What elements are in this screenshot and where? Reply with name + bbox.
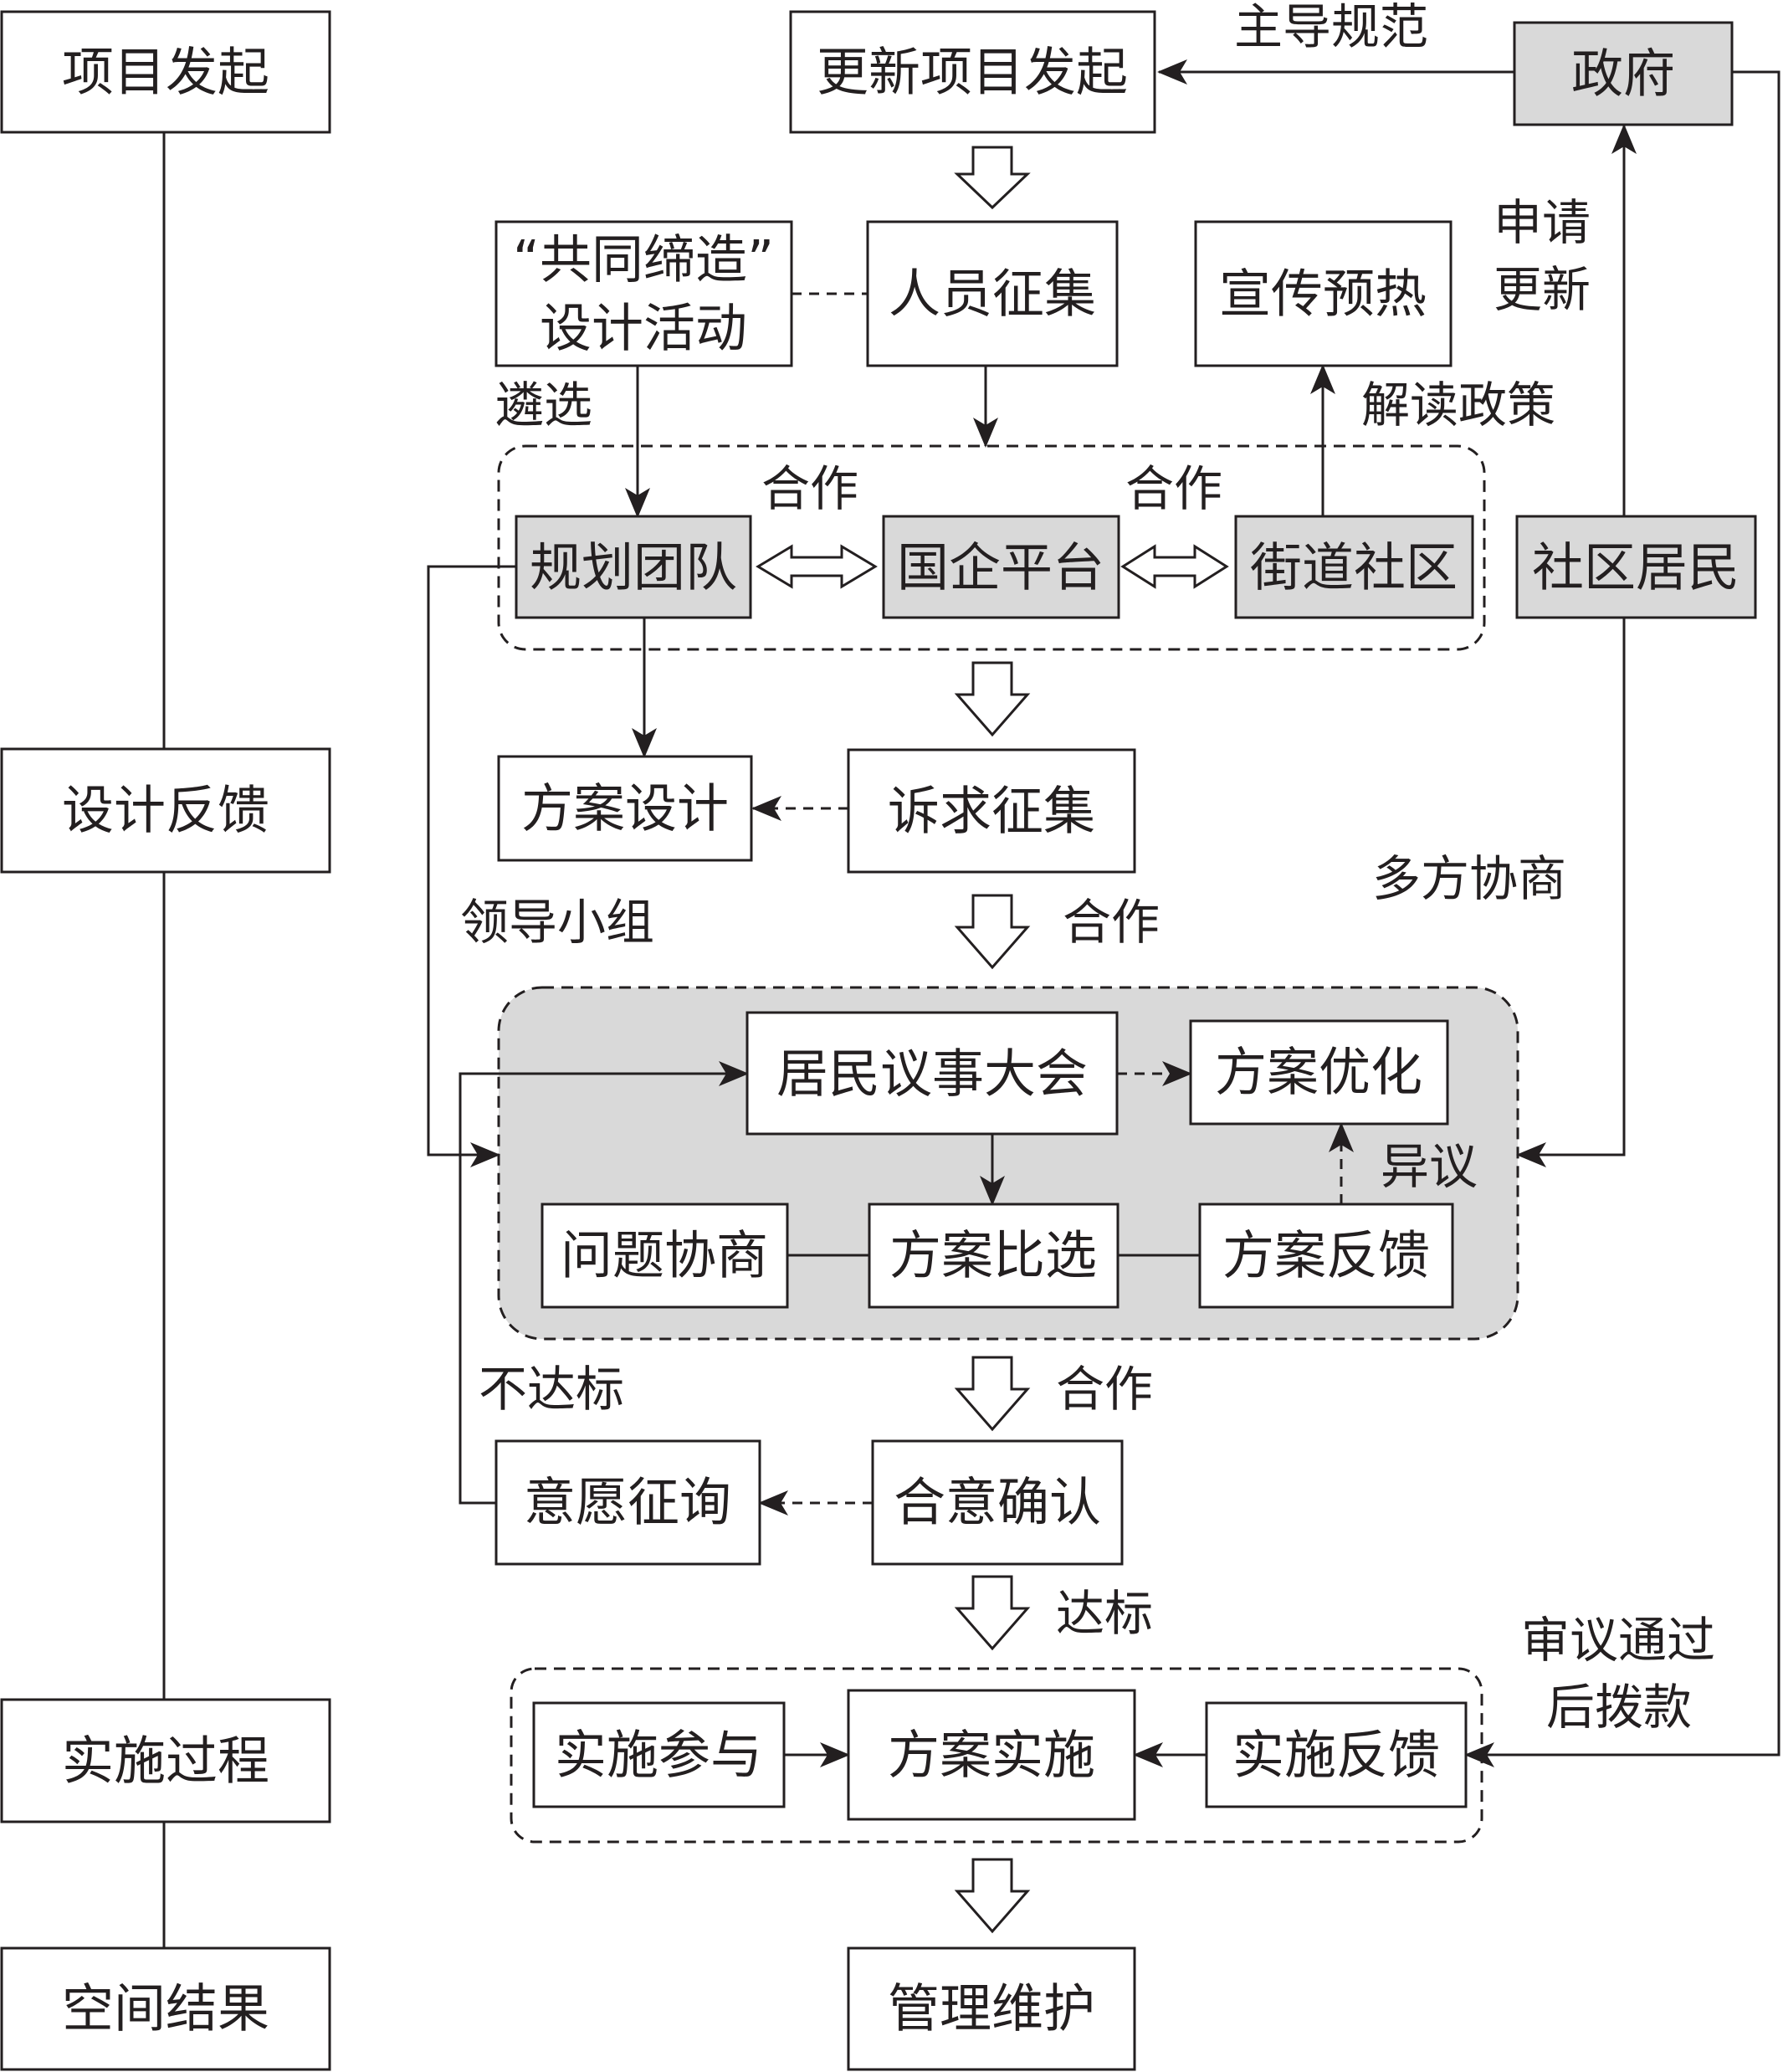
node-impl-participation-label: 实施参与	[555, 1725, 762, 1786]
node-soe-platform: 国企平台	[882, 515, 1120, 619]
hollow-arrow-down	[954, 1858, 1031, 1934]
node-government: 政府	[1513, 21, 1734, 126]
arrow-residents-to-council-group	[1516, 618, 1626, 1167]
connectors	[427, 59, 1780, 1767]
node-activity-label-line1: “共同缔造”	[513, 229, 774, 290]
node-demand-collection-label: 诉求征集	[888, 781, 1095, 842]
hollow-arrow-down	[954, 1575, 1031, 1651]
label-interpret-policy: 解读政策	[1361, 377, 1555, 433]
node-scheme-feedback-label: 方案反馈	[1222, 1225, 1430, 1286]
node-activity-label-line2: 设计活动	[540, 298, 747, 359]
label-cooperate-3: 合作	[1063, 894, 1160, 951]
arrow-willingness-to-council	[459, 1061, 749, 1505]
label-objection: 异议	[1381, 1138, 1478, 1195]
node-initiate: 更新项目发起	[789, 10, 1156, 134]
node-willingness-inquiry-label: 意愿征询	[524, 1472, 731, 1533]
label-select: 遴选	[495, 377, 592, 433]
stage-implementation-label: 实施过程	[62, 1731, 269, 1792]
label-lead-regulate: 主导规范	[1234, 0, 1428, 55]
node-scheme-design-label: 方案设计	[521, 778, 729, 839]
node-impl-participation: 实施参与	[532, 1701, 786, 1808]
node-council: 居民议事大会	[745, 1011, 1119, 1136]
hollow-double-arrow-soe-street	[1120, 544, 1229, 589]
hollow-double-arrow-planning-soe	[756, 544, 878, 589]
node-initiate-label: 更新项目发起	[817, 42, 1128, 103]
node-residents: 社区居民	[1515, 515, 1757, 619]
hollow-arrow-down	[954, 661, 1031, 737]
node-recruit: 人员征集	[866, 220, 1119, 367]
node-scheme-design: 方案设计	[497, 755, 753, 862]
stage-feedback: 设计反馈	[0, 747, 331, 874]
label-cooperate-1: 合作	[761, 460, 858, 517]
node-street-community: 街道社区	[1234, 515, 1474, 619]
node-impl-feedback: 实施反馈	[1205, 1701, 1468, 1808]
node-publicity-label: 宣传预热	[1219, 264, 1427, 325]
node-council-label: 居民议事大会	[776, 1044, 1088, 1105]
node-government-label: 政府	[1571, 44, 1675, 105]
node-consent-confirm: 合意确认	[871, 1439, 1124, 1566]
arrow-government-to-impl-feedback	[1464, 70, 1780, 1767]
stage-result-label: 空间结果	[62, 1978, 269, 2039]
node-soe-platform-label: 国企平台	[897, 537, 1104, 598]
node-optimization-label: 方案优化	[1215, 1042, 1422, 1103]
node-maintenance-label: 管理维护	[888, 1978, 1095, 2039]
label-cooperate-4: 合作	[1056, 1361, 1153, 1418]
node-planning-team: 规划团队	[515, 515, 752, 619]
node-residents-label: 社区居民	[1532, 537, 1739, 598]
hollow-arrow-down	[954, 146, 1031, 210]
label-multi-negotiation: 多方协商	[1372, 850, 1566, 907]
node-optimization: 方案优化	[1189, 1019, 1449, 1126]
label-cooperate-2: 合作	[1125, 460, 1222, 517]
stage-initiation-label: 项目发起	[62, 42, 269, 103]
arrow-planning-to-council-group	[427, 565, 516, 1167]
edge-labels: 主导规范 申请 更新 解读政策 遴选 合作 合作 领导小组 合作 多方协商 异议…	[460, 0, 1715, 1736]
node-issue-negotiation: 问题协商	[541, 1203, 789, 1309]
node-scheme-comparison-label: 方案比选	[889, 1225, 1097, 1286]
hollow-arrows	[756, 146, 1229, 1934]
node-street-community-label: 街道社区	[1250, 537, 1458, 598]
label-leading-group: 领导小组	[460, 894, 654, 951]
node-impl-feedback-label: 实施反馈	[1232, 1725, 1440, 1786]
hollow-arrow-down	[954, 894, 1031, 970]
node-scheme-comparison: 方案比选	[868, 1203, 1119, 1309]
label-approved-line2: 后拨款	[1546, 1679, 1692, 1736]
label-apply-line2: 更新	[1494, 261, 1591, 318]
label-not-qualified: 不达标	[479, 1361, 624, 1418]
stage-column: 项目发起 设计反馈 实施过程 空间结果	[0, 10, 331, 2071]
label-approved-line1: 审议通过	[1521, 1612, 1715, 1669]
node-willingness-inquiry: 意愿征询	[494, 1439, 761, 1566]
node-issue-negotiation-label: 问题协商	[561, 1225, 768, 1286]
node-maintenance: 管理维护	[847, 1946, 1136, 2071]
node-scheme-feedback: 方案反馈	[1198, 1203, 1454, 1309]
hollow-arrow-down	[954, 1356, 1031, 1432]
node-planning-team-label: 规划团队	[530, 537, 737, 598]
node-consent-confirm-label: 合意确认	[894, 1472, 1101, 1533]
node-scheme-implementation: 方案实施	[847, 1689, 1136, 1821]
node-publicity: 宣传预热	[1194, 220, 1453, 367]
stage-feedback-label: 设计反馈	[62, 780, 269, 841]
label-apply-line1: 申请	[1494, 194, 1591, 251]
label-qualified: 达标	[1056, 1585, 1153, 1642]
stage-implementation: 实施过程	[0, 1698, 331, 1823]
node-scheme-implementation-label: 方案实施	[888, 1725, 1095, 1786]
node-recruit-label: 人员征集	[889, 264, 1096, 325]
node-demand-collection: 诉求征集	[847, 748, 1136, 874]
node-activity: “共同缔造” 设计活动	[494, 220, 793, 367]
stage-initiation: 项目发起	[0, 10, 331, 134]
stage-result: 空间结果	[0, 1946, 331, 2071]
